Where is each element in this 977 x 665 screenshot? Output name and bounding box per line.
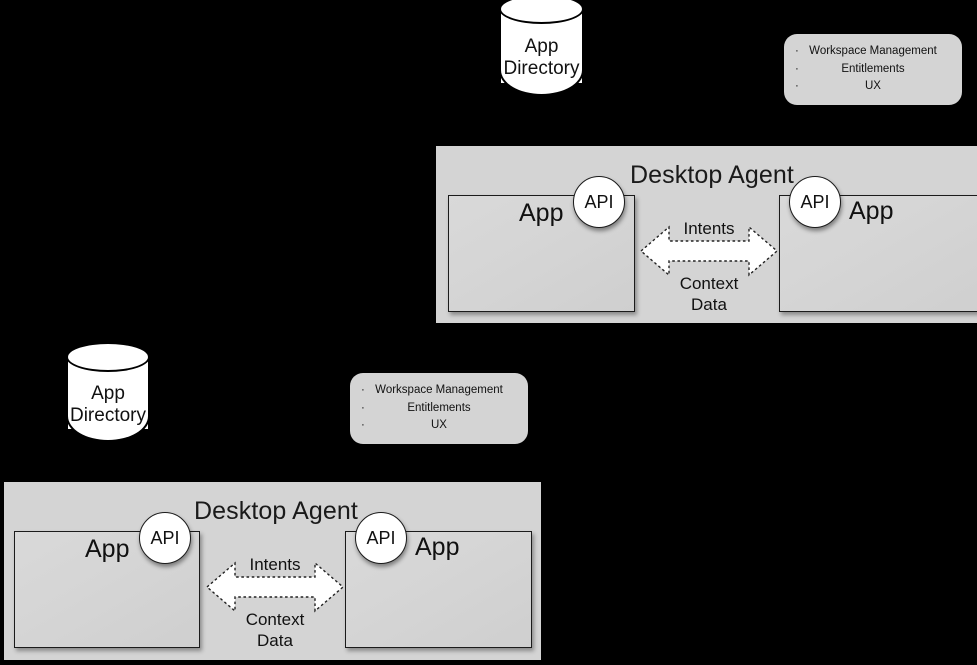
feature-label: Workspace Management	[375, 383, 503, 396]
app-directory-label-line2: Directory	[503, 57, 580, 79]
cylinder-top-cap	[66, 342, 150, 372]
app-directory-label-line1: App	[91, 383, 125, 404]
feature-label: Workspace Management	[809, 44, 937, 57]
bullet-icon: ·	[795, 80, 799, 93]
intents-label-top: Intents	[683, 219, 735, 238]
feature-label: UX	[865, 80, 881, 93]
list-item: · Entitlements	[350, 400, 528, 418]
bidirectional-arrow-icon	[639, 225, 779, 277]
context-data-label-bottom: Context Data	[245, 610, 305, 651]
app-label-left-bottom: App	[85, 535, 130, 563]
api-circle-left-bottom: API	[139, 512, 191, 564]
feature-label: UX	[431, 419, 447, 432]
app-directory-cylinder-bottom: App Directory	[66, 342, 150, 450]
fdc3-architecture-diagram-top: App Directory · Workspace Management · E…	[0, 0, 977, 330]
bullet-icon: ·	[361, 419, 365, 432]
app-directory-label: App Directory	[66, 383, 150, 427]
bullet-icon: ·	[361, 401, 365, 414]
fdc3-architecture-diagram-bottom: App Directory · Workspace Management · E…	[0, 330, 560, 665]
intents-label-bottom: Intents	[249, 555, 301, 574]
app-label-right-top: App	[849, 197, 894, 225]
list-item: · UX	[350, 417, 528, 435]
api-circle-right-bottom: API	[355, 512, 407, 564]
intents-context-flow-bottom	[203, 558, 347, 616]
context-data-label-top: Context Data	[679, 274, 739, 315]
bullet-icon: ·	[795, 62, 799, 75]
feature-label: Entitlements	[841, 62, 905, 75]
bidirectional-arrow-icon	[205, 561, 345, 613]
app-directory-label-line1: App	[524, 36, 559, 57]
feature-label: Entitlements	[407, 401, 471, 414]
list-item: · Workspace Management	[784, 43, 962, 61]
cylinder-top-cap	[499, 0, 584, 24]
list-item: · UX	[784, 78, 962, 96]
arrow-shaft	[597, 108, 601, 166]
app-directory-label-line2: Directory	[69, 404, 146, 426]
desktop-agent-title-bottom: Desktop Agent	[194, 497, 358, 525]
app-directory-cylinder-top: App Directory	[499, 0, 584, 104]
api-circle-right-top: API	[789, 176, 841, 228]
platform-features-list: · Workspace Management · Entitlements · …	[350, 373, 528, 444]
bullet-icon: ·	[795, 44, 799, 57]
app-label-left-top: App	[519, 199, 564, 227]
api-circle-left-top: API	[573, 176, 625, 228]
app-label-right-bottom: App	[415, 533, 460, 561]
platform-features-list: · Workspace Management · Entitlements · …	[784, 34, 962, 105]
intents-context-flow-top	[637, 222, 781, 280]
list-item: · Workspace Management	[350, 382, 528, 400]
platform-features-box-top: · Workspace Management · Entitlements · …	[784, 34, 962, 105]
bullet-icon: ·	[361, 383, 365, 396]
app-directory-label: App Directory	[499, 36, 584, 80]
arrow-shaft	[813, 108, 817, 166]
list-item: · Entitlements	[784, 61, 962, 79]
platform-features-box-bottom: · Workspace Management · Entitlements · …	[350, 373, 528, 444]
desktop-agent-title-top: Desktop Agent	[630, 161, 794, 189]
